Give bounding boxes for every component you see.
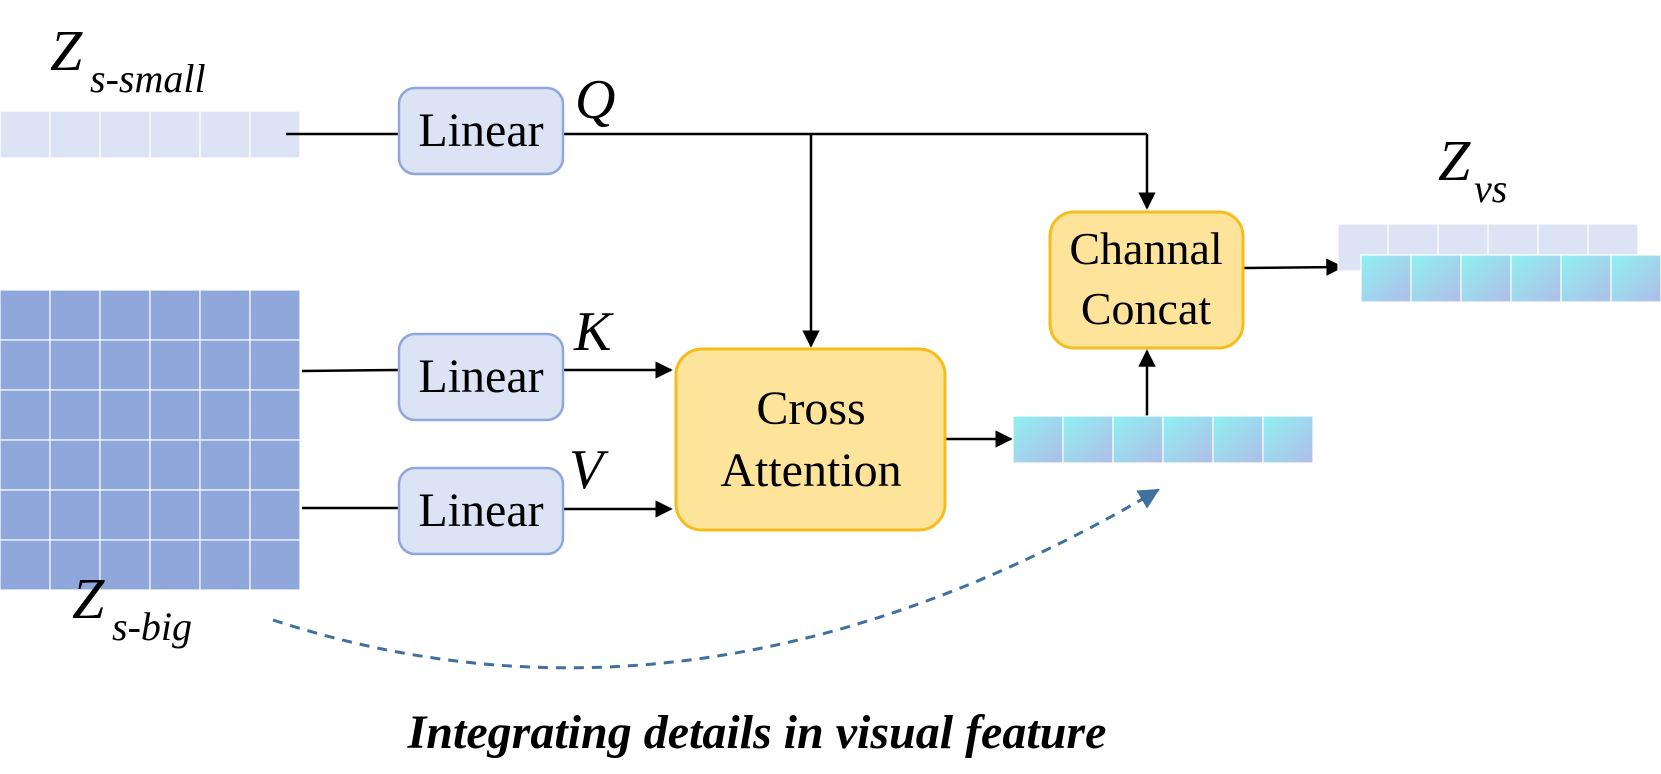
linear-k-label: Linear bbox=[418, 350, 543, 403]
zvs-front-cell bbox=[1610, 254, 1661, 303]
big-token-cell bbox=[199, 439, 251, 491]
big-token-grid bbox=[0, 289, 301, 591]
big-token-cell bbox=[49, 539, 101, 591]
big-token-cell bbox=[149, 289, 201, 341]
big-token-cell bbox=[249, 439, 301, 491]
big-token-cell bbox=[49, 439, 101, 491]
big-token-cell bbox=[249, 389, 301, 441]
linear-q-box: Linear bbox=[397, 86, 565, 176]
cross-attention-box: Cross Attention bbox=[674, 347, 947, 532]
small-token-cell bbox=[0, 110, 51, 159]
big-token-cell bbox=[199, 289, 251, 341]
big-token-cell bbox=[149, 539, 201, 591]
output-token-cell bbox=[1212, 415, 1264, 464]
big-token-cell bbox=[49, 389, 101, 441]
big-token-cell bbox=[199, 539, 251, 591]
big-token-cell bbox=[249, 339, 301, 391]
big-token-cell bbox=[0, 439, 51, 491]
linear-q-label: Linear bbox=[418, 104, 543, 157]
output-token-cell bbox=[1062, 415, 1114, 464]
big-token-cell bbox=[199, 389, 251, 441]
small-token-cell bbox=[49, 110, 101, 159]
output-token-cell bbox=[1112, 415, 1164, 464]
z-small-main: Z bbox=[50, 18, 83, 83]
big-token-cell bbox=[149, 489, 201, 541]
small-token-cell bbox=[199, 110, 251, 159]
zvs-front-cell bbox=[1510, 254, 1562, 303]
big-token-cell bbox=[0, 389, 51, 441]
zvs-front-token-row bbox=[1360, 254, 1661, 303]
small-token-cell bbox=[99, 110, 151, 159]
big-token-cell bbox=[149, 389, 201, 441]
v-label: V bbox=[569, 439, 609, 501]
big-token-cell bbox=[99, 339, 151, 391]
small-token-cell bbox=[149, 110, 201, 159]
concat-to-zvs-arrow bbox=[1243, 258, 1344, 276]
detail-integration-arc bbox=[272, 488, 1160, 670]
big-token-cell bbox=[149, 439, 201, 491]
big-token-cell bbox=[199, 489, 251, 541]
big-token-cell bbox=[199, 339, 251, 391]
z-vs-label: Z vs bbox=[1438, 128, 1507, 211]
caption: Integrating details in visual feature bbox=[407, 706, 1107, 759]
big-token-cell bbox=[49, 339, 101, 391]
output-token-cell bbox=[1262, 415, 1314, 464]
cross-attention-line2: Attention bbox=[720, 444, 901, 497]
big-token-cell bbox=[249, 539, 301, 591]
zvs-front-cell bbox=[1410, 254, 1462, 303]
output-token-cell bbox=[1012, 415, 1064, 464]
big-token-cell bbox=[99, 289, 151, 341]
big-token-cell bbox=[49, 289, 101, 341]
z-vs-subscript: vs bbox=[1474, 166, 1507, 211]
big-token-cell bbox=[99, 489, 151, 541]
z-big-subscript: s-big bbox=[112, 604, 192, 649]
z-vs-main: Z bbox=[1438, 128, 1471, 193]
big-to-linear-k-line bbox=[301, 368, 399, 373]
attention-output-token-row bbox=[1012, 415, 1314, 464]
big-token-cell bbox=[149, 339, 201, 391]
big-token-cell bbox=[249, 489, 301, 541]
k-label: K bbox=[573, 301, 614, 363]
zvs-front-cell bbox=[1460, 254, 1512, 303]
small-token-row bbox=[0, 110, 301, 159]
big-token-cell bbox=[99, 539, 151, 591]
output-token-cell bbox=[1162, 415, 1214, 464]
zvs-front-cell bbox=[1360, 254, 1412, 303]
big-token-cell bbox=[99, 389, 151, 441]
big-token-cell bbox=[49, 489, 101, 541]
linear-v-box: Linear bbox=[397, 466, 565, 556]
cross-attention-line1: Cross bbox=[756, 382, 865, 435]
big-token-cell bbox=[0, 339, 51, 391]
zvs-front-cell bbox=[1560, 254, 1612, 303]
channel-concat-box: Channal Concat bbox=[1048, 210, 1245, 350]
q-label: Q bbox=[575, 69, 615, 131]
big-token-cell bbox=[0, 289, 51, 341]
linear-v-label: Linear bbox=[418, 484, 543, 537]
channel-concat-line1: Channal bbox=[1069, 223, 1222, 274]
linear-k-box: Linear bbox=[397, 332, 565, 422]
big-token-cell bbox=[99, 439, 151, 491]
connectors bbox=[286, 132, 1344, 518]
channel-concat-line2: Concat bbox=[1081, 283, 1212, 334]
big-token-cell bbox=[249, 289, 301, 341]
big-token-cell bbox=[0, 539, 51, 591]
z-small-subscript: s-small bbox=[90, 56, 206, 101]
z-big-label: Z s-big bbox=[72, 566, 192, 649]
big-token-cell bbox=[0, 489, 51, 541]
z-big-main: Z bbox=[72, 566, 105, 631]
z-small-label: Z s-small bbox=[50, 18, 206, 101]
